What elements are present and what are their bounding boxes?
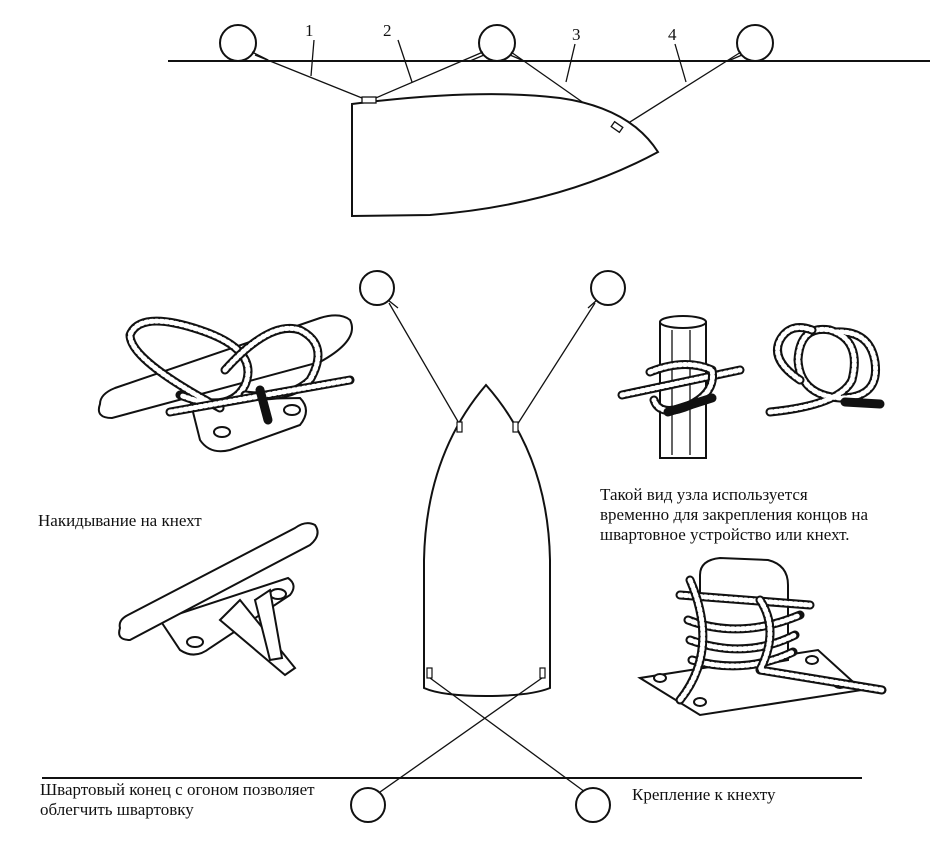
bow-mooring-scene — [42, 270, 862, 823]
callout-2: 2 — [383, 21, 392, 40]
mooring-line-2 — [370, 51, 484, 101]
bollard-1-icon — [219, 24, 269, 62]
side-mooring-scene: 1 2 3 4 — [168, 21, 930, 218]
eye-splice-line-1: Швартовый конец с огоном позволяет — [40, 780, 315, 799]
post-knot-illustration — [617, 315, 745, 459]
callout-3: 3 — [572, 25, 581, 44]
eye-splice-caption: Швартовый конец с огоном позволяет облег… — [40, 780, 315, 820]
bow-line-right — [516, 302, 596, 426]
buoy-right-icon — [587, 270, 626, 309]
eye-splice-line-2: облегчить швартовку — [40, 800, 194, 819]
cleat-illustration — [118, 522, 319, 677]
knot-note-caption: Такой вид узла используется временно для… — [600, 485, 868, 545]
stern-line-b — [379, 677, 543, 793]
bow-line-left — [388, 302, 461, 426]
buoy-left-icon — [359, 270, 399, 309]
mooring-line-4 — [621, 51, 742, 128]
callout-1: 1 — [305, 21, 314, 40]
mooring-line-1 — [254, 54, 368, 101]
knot-note-line-3: швартовное устройство или кнехт. — [600, 525, 850, 544]
boat-hull-side — [351, 93, 660, 218]
callout-4: 4 — [668, 25, 677, 44]
bollard-3-icon — [727, 24, 774, 62]
boat-hull-bow — [423, 383, 551, 698]
bollard-bottom-right-icon — [575, 787, 611, 823]
bollard-2-icon — [469, 24, 525, 62]
throw-on-cleat-caption: Накидывание на кнехт — [38, 511, 202, 530]
bollard-bottom-left-icon — [350, 787, 386, 823]
knot-note-line-2: временно для закрепления концов на — [600, 505, 868, 524]
stern-line-a — [429, 677, 586, 793]
rope-loop-illustration — [765, 323, 885, 417]
cleat-fastening-caption: Крепление к кнехту — [632, 785, 776, 804]
cleat-with-rope-illustration — [97, 314, 355, 453]
knot-note-line-1: Такой вид узла используется — [600, 485, 808, 504]
bollard-fastening-illustration — [637, 556, 887, 717]
